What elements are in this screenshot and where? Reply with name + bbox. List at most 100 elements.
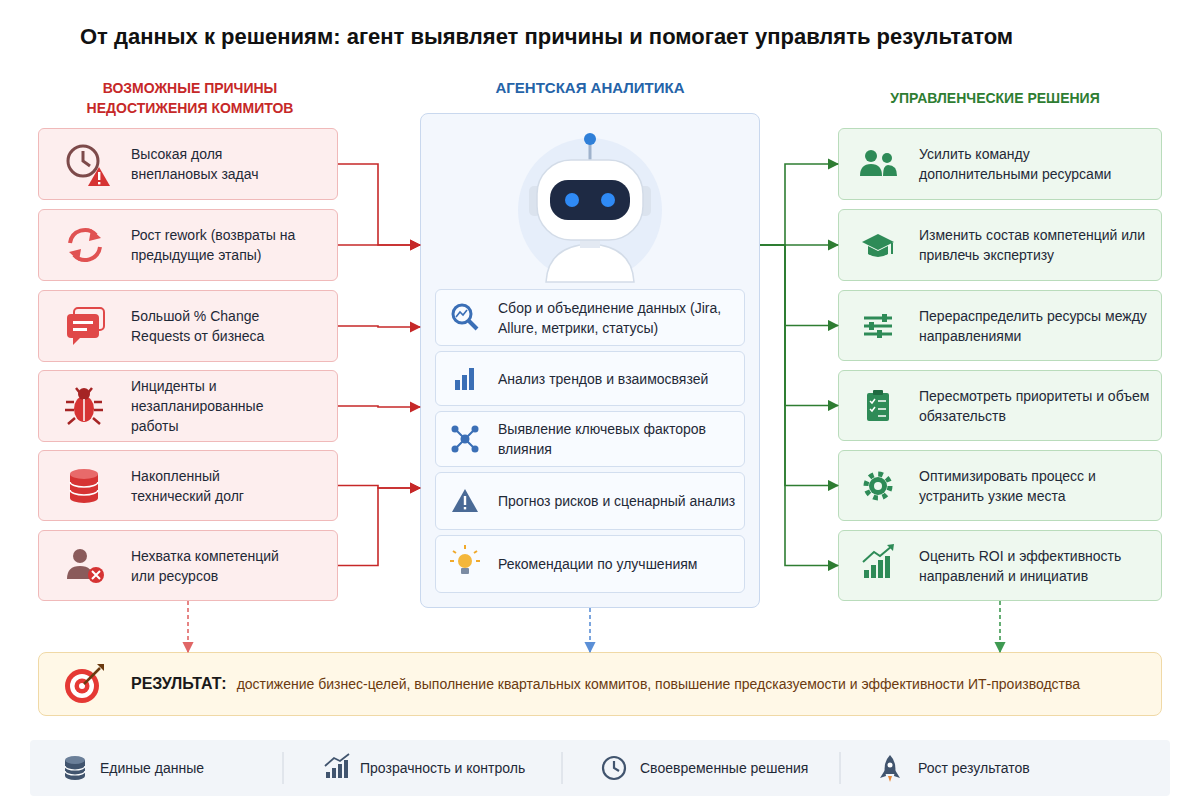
footer-band (30, 740, 1170, 796)
decision-box: Усилить команду дополнительными ресурсам… (838, 128, 1162, 200)
target-icon-part (70, 674, 94, 698)
step-icons-part (464, 496, 466, 505)
cause-icons-part (69, 249, 81, 261)
analysis-step: Прогноз рисков и сценарный анализ (435, 472, 745, 530)
decision-icons-part-part (864, 333, 892, 336)
target-icon-part (97, 664, 104, 671)
cause-box: Большой % Change Requests от бизнеса (38, 290, 338, 362)
cause-icons (65, 146, 110, 583)
footer-icons-part (65, 756, 85, 764)
robot-illustration-part (546, 244, 634, 282)
cause-icons-part (70, 474, 98, 503)
box-text: Рекомендации по улучшениям (498, 554, 697, 574)
cause-icons-part (89, 229, 101, 241)
step-icons-part (469, 368, 474, 390)
robot-illustration-part (550, 180, 630, 220)
cause-icons-part (70, 230, 96, 243)
box-text: Анализ трендов и взаимосвязей (498, 369, 708, 389)
footer-icons-part (344, 760, 348, 778)
connector-arrow (760, 164, 838, 245)
decision-icons-part (882, 153, 892, 163)
diagram-title: От данных к решениям: агент выявляет при… (80, 24, 1013, 50)
cause-box: Инциденты и незапланированные работы (38, 370, 338, 442)
decision-icons-part (870, 399, 875, 411)
step-icons-part (450, 545, 480, 561)
cause-icons-part (74, 308, 104, 330)
robot-illustration-part (518, 138, 662, 282)
footer-label: Единые данные (100, 758, 204, 778)
decision-box: Изменить состав компетенций или привлечь… (838, 209, 1162, 281)
box-text: Накопленный технический долг (131, 466, 296, 506)
box-text: Высокая доля внеплановых задач (131, 144, 296, 184)
footer-icons-part (65, 766, 85, 775)
decision-icons-part-part (864, 317, 892, 320)
result-band: РЕЗУЛЬТАТ:достижение бизнес-целей, выпол… (38, 652, 1162, 716)
step-icons-part (461, 568, 469, 574)
cause-icons-part (88, 567, 104, 583)
target-icon-part (65, 669, 99, 703)
analysis-step: Сбор и объединение данных (Jira, Allure,… (435, 289, 745, 346)
footer-icons-part (338, 764, 342, 778)
target-icon-part (79, 683, 85, 689)
cause-icons-part (73, 328, 87, 331)
cause-icons-part (70, 469, 98, 479)
decision-icons-part (871, 565, 876, 578)
cause-icons-part (98, 172, 100, 180)
cause-icons-part (83, 151, 90, 166)
decision-icons (860, 150, 897, 578)
decision-icons-part (867, 393, 889, 421)
decision-icons-part (874, 482, 882, 490)
decision-icons-part (862, 234, 894, 250)
box-text: Изменить состав компетенций или привлечь… (919, 225, 1151, 265)
connector-arrow (760, 244, 838, 246)
result-text: достижение бизнес-целей, выполнение квар… (237, 674, 1080, 694)
connector-arrow (338, 406, 420, 407)
dashed-arrow (999, 601, 1001, 652)
cause-icons-part (74, 247, 100, 260)
robot-illustration-part (580, 234, 600, 248)
footer-icons-part (885, 755, 896, 774)
box-text: Пересмотреть приоритеты и объем обязател… (919, 386, 1151, 426)
cause-box: Рост rework (возвраты на предыдущие этап… (38, 209, 338, 281)
step-icons-part (462, 375, 467, 390)
cause-box: Нехватка компетенций или ресурсов (38, 530, 338, 601)
connector-arrow (338, 244, 420, 246)
box-text: Прогноз рисков и сценарный анализ (498, 491, 735, 511)
cause-box: Высокая доля внеплановых задач (38, 128, 338, 200)
footer-label: Прозрачность и контроль (360, 758, 525, 778)
analysis-step: Рекомендации по улучшениям (435, 535, 745, 593)
cause-icons-part (83, 399, 85, 421)
footer-separators-part (283, 752, 284, 784)
cause-icons-part (74, 396, 94, 422)
dashed-arrow (589, 608, 591, 652)
column-heading: УПРАВЛЕНЧЕСКИЕ РЕШЕНИЯ (850, 88, 1140, 108)
cause-icons-part (92, 571, 100, 579)
analytics-panel: АГЕНТСКАЯ АНАЛИТИКАСбор и объединение да… (420, 113, 760, 608)
footer-icons-part (888, 763, 893, 768)
robot-illustration-part (584, 133, 596, 145)
cause-icons-part (73, 321, 93, 324)
robot-illustration-part (537, 160, 643, 240)
step-icons-part (456, 310, 467, 317)
decision-icons-part (882, 314, 887, 322)
cause-icons-part (68, 146, 98, 176)
footer-icons-part (325, 754, 349, 766)
step-icons-part (472, 446, 479, 453)
decision-icons-part (877, 330, 882, 338)
decision-icons-part (863, 546, 892, 562)
decision-box: Перераспределить ресурсы между направлен… (838, 290, 1162, 361)
connector-arrow (338, 164, 420, 245)
box-text: Сбор и объединение данных (Jira, Allure,… (498, 298, 743, 338)
connector-arrow (338, 486, 420, 489)
footer-separators-part (562, 752, 563, 784)
step-icons (450, 305, 480, 574)
cause-icons-part (67, 566, 93, 579)
decision-icons-part (866, 474, 890, 498)
step-icons-part (464, 507, 466, 509)
step-icons-part (461, 435, 470, 444)
box-text: Перераспределить ресурсы между направлен… (919, 306, 1151, 346)
step-icons-part (453, 305, 471, 323)
decision-icons-part (869, 477, 887, 495)
step-icons-part (472, 426, 479, 433)
step-icons-part (455, 380, 460, 390)
